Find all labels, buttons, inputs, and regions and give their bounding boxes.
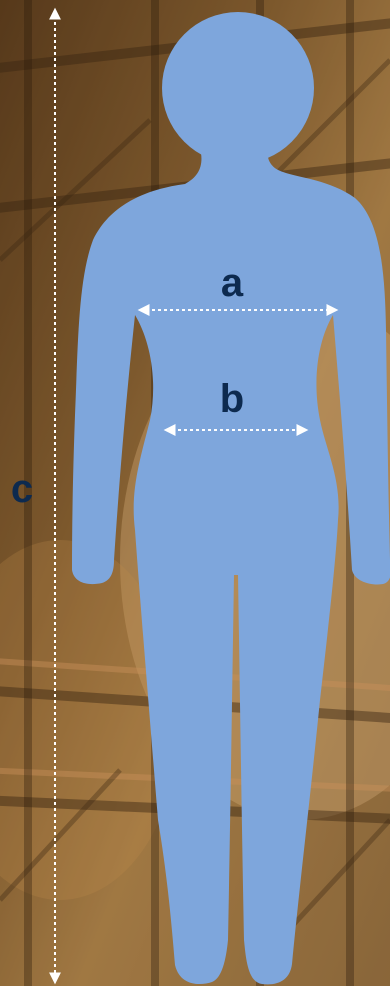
- measure-c-label: c: [11, 467, 33, 511]
- head-shape: [162, 12, 314, 164]
- measure-a-label: a: [221, 261, 244, 305]
- measure-b-label: b: [220, 377, 244, 421]
